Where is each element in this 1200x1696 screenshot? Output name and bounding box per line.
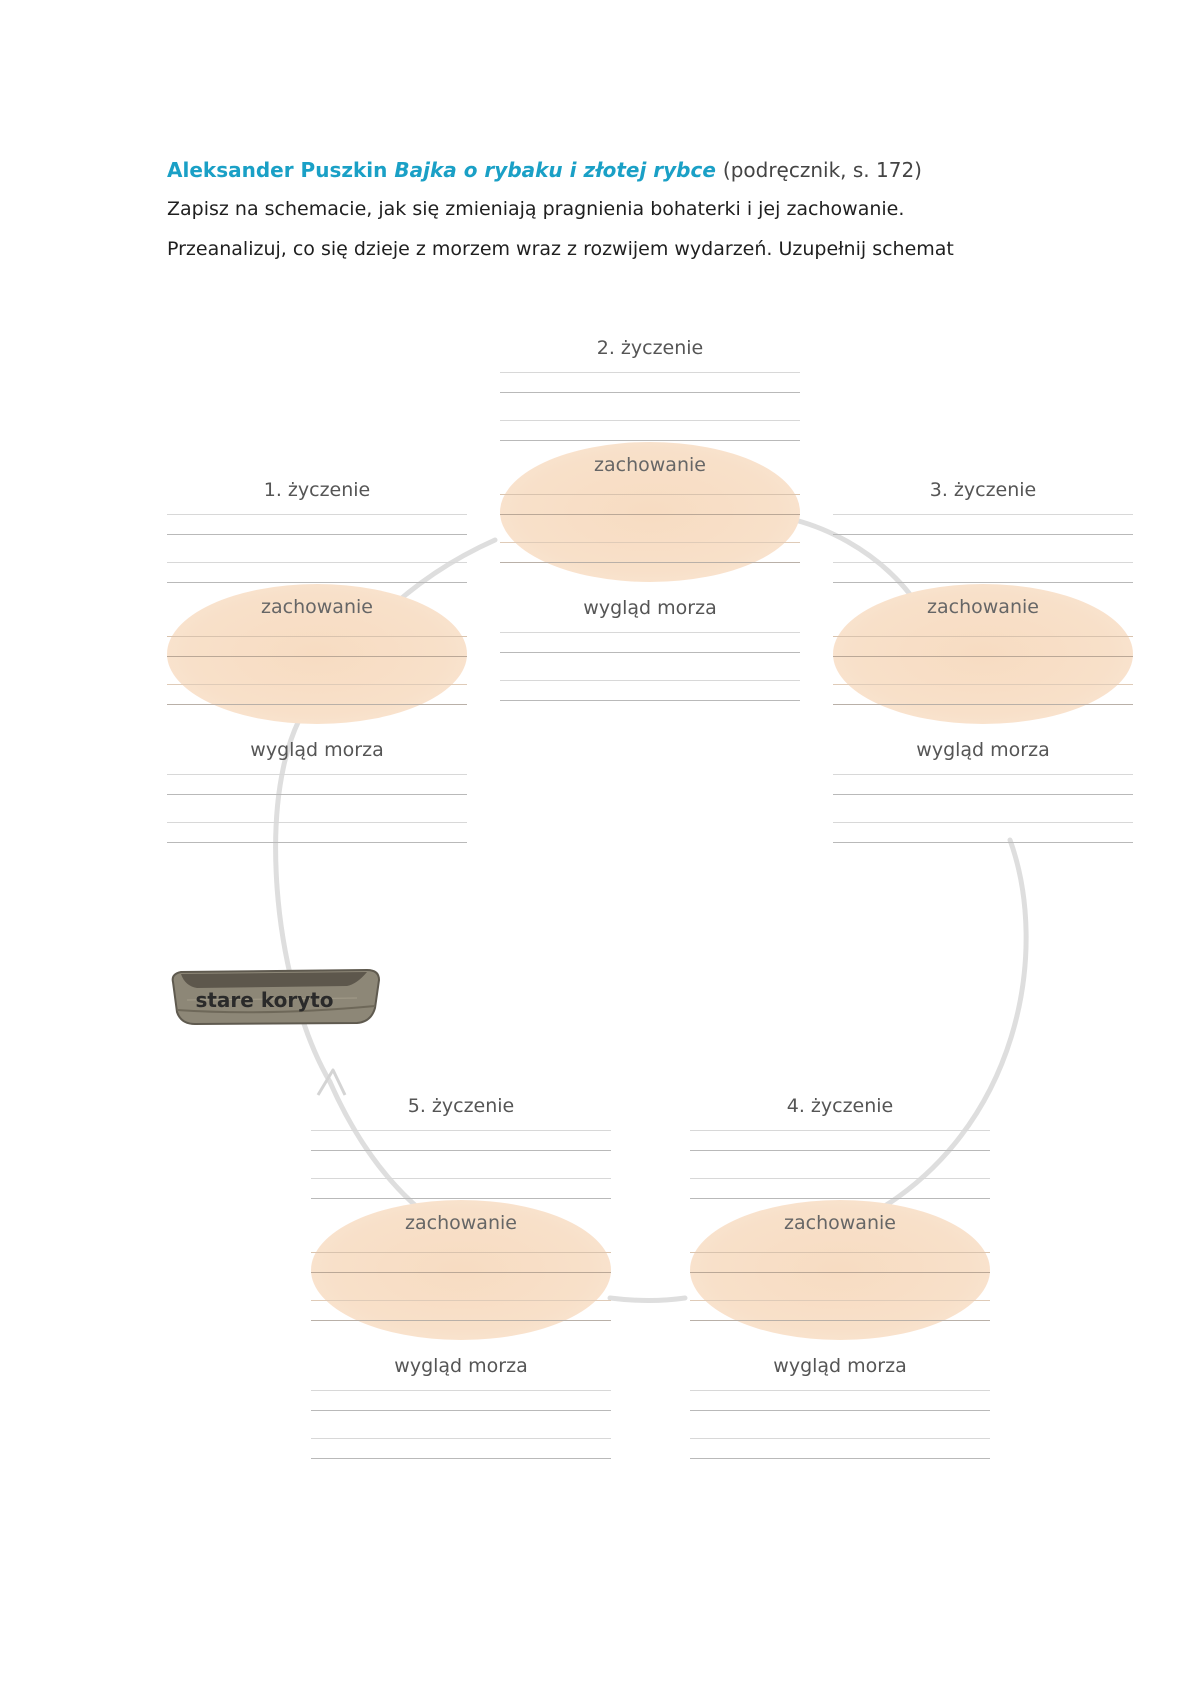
instruction-line-2: Przeanalizuj, co się dzieje z morzem wra…: [167, 238, 954, 260]
behavior-oval-1[interactable]: zachowanie: [167, 584, 467, 724]
wish-label-4: 4. życzenie: [786, 1095, 894, 1117]
instruction-line-1: Zapisz na schemacie, jak się zmieniają p…: [167, 198, 905, 220]
wish-label-3: 3. życzenie: [929, 479, 1037, 501]
wish-answer-lines-1[interactable]: [167, 504, 467, 584]
behavior-oval-4[interactable]: zachowanie: [690, 1200, 990, 1340]
wish-label-1: 1. życzenie: [263, 479, 371, 501]
behavior-oval-3[interactable]: zachowanie: [833, 584, 1133, 724]
sea-answer-lines-5[interactable]: [311, 1380, 611, 1460]
behavior-label-2: zachowanie: [594, 454, 706, 476]
sea-answer-lines-1[interactable]: [167, 764, 467, 844]
sea-label-5: wygląd morza: [394, 1355, 528, 1377]
wish-label-2: 2. życzenie: [596, 337, 704, 359]
behavior-oval-5[interactable]: zachowanie: [311, 1200, 611, 1340]
wish-answer-lines-3[interactable]: [833, 504, 1133, 584]
behavior-label-1: zachowanie: [261, 596, 373, 618]
sea-answer-lines-2[interactable]: [500, 622, 800, 702]
old-trough: stare koryto: [167, 960, 392, 1030]
sea-answer-lines-3[interactable]: [833, 764, 1133, 844]
sea-label-2: wygląd morza: [583, 597, 717, 619]
wish-answer-lines-4[interactable]: [690, 1120, 990, 1200]
behavior-label-5: zachowanie: [405, 1212, 517, 1234]
author-name: Aleksander Puszkin: [167, 158, 388, 182]
wish-answer-lines-2[interactable]: [500, 362, 800, 442]
wish-label-5: 5. życzenie: [407, 1095, 515, 1117]
wish-block-1: 1. życzenie zachowanie wygląd morza: [167, 476, 467, 844]
wish-block-4: 4. życzenie zachowanie wygląd morza: [690, 1092, 990, 1460]
work-title: Bajka o rybaku i złotej rybce: [394, 158, 716, 182]
behavior-label-3: zachowanie: [927, 596, 1039, 618]
wish-block-3: 3. życzenie zachowanie wygląd morza: [833, 476, 1133, 844]
sea-label-1: wygląd morza: [250, 739, 384, 761]
textbook-reference: (podręcznik, s. 172): [722, 158, 922, 182]
exercise-title: Aleksander Puszkin Bajka o rybaku i złot…: [167, 158, 1067, 182]
sea-label-4: wygląd morza: [773, 1355, 907, 1377]
wooden-trough-icon: [171, 968, 381, 1026]
wish-answer-lines-5[interactable]: [311, 1120, 611, 1200]
page-header: Aleksander Puszkin Bajka o rybaku i złot…: [167, 158, 1067, 260]
behavior-oval-2[interactable]: zachowanie: [500, 442, 800, 582]
wish-block-2: 2. życzenie zachowanie wygląd morza: [500, 334, 800, 702]
sea-label-3: wygląd morza: [916, 739, 1050, 761]
trough-label: stare koryto: [195, 988, 334, 1012]
behavior-label-4: zachowanie: [784, 1212, 896, 1234]
sea-answer-lines-4[interactable]: [690, 1380, 990, 1460]
wish-block-5: 5. życzenie zachowanie wygląd morza: [311, 1092, 611, 1460]
